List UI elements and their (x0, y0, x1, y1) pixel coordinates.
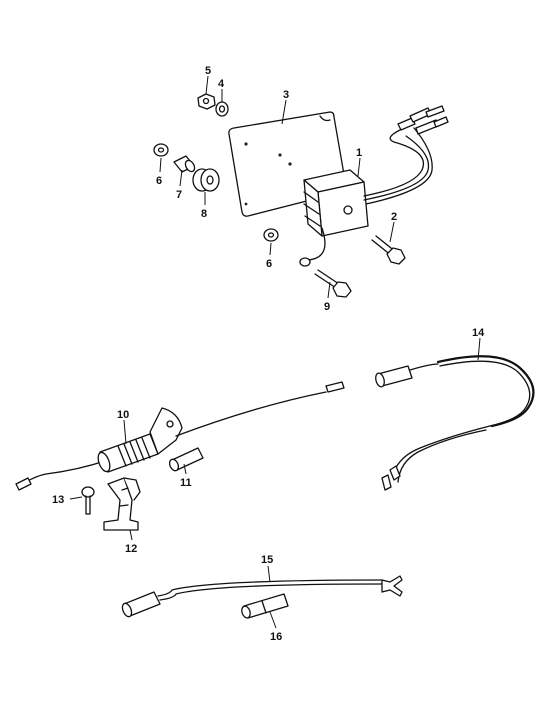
callout-13: 13 (52, 494, 64, 506)
callout-12: 12 (125, 543, 137, 555)
regulator-part-1 (299, 105, 449, 267)
callout-15: 15 (261, 554, 273, 566)
callout-8: 8 (201, 208, 207, 220)
callout-labels: 1 2 3 4 5 6 6 7 8 9 10 11 12 13 14 15 16 (52, 65, 485, 643)
callout-10: 10 (117, 409, 129, 421)
callout-9: 9 (324, 301, 330, 313)
callout-16: 16 (270, 631, 282, 643)
bracket-part-12 (103, 477, 141, 531)
washer-part-4 (215, 101, 229, 117)
leader-lines (69, 75, 481, 629)
washer-part-6-upper (153, 143, 169, 157)
grommet-part-8 (192, 168, 220, 192)
callout-14: 14 (472, 327, 485, 339)
washer-part-6-lower (263, 228, 279, 242)
wire-harness-part-14 (375, 355, 535, 491)
screw-part-13 (81, 486, 95, 515)
collar-part-7 (173, 155, 196, 173)
callout-6-upper: 6 (156, 175, 162, 187)
callout-6-lower: 6 (266, 258, 272, 270)
callout-2: 2 (391, 211, 397, 223)
callout-11: 11 (180, 477, 192, 489)
callout-3: 3 (283, 89, 289, 101)
callout-5: 5 (205, 65, 211, 77)
condenser-part-10 (15, 381, 345, 491)
bolt-part-2 (371, 235, 406, 265)
fuse-part-11 (168, 447, 204, 472)
nut-part-5 (197, 93, 216, 110)
callout-7: 7 (176, 189, 182, 201)
bolt-part-9 (314, 269, 352, 298)
wire-part-15 (121, 575, 403, 618)
callout-1: 1 (356, 147, 362, 159)
callout-4: 4 (218, 78, 225, 90)
sleeve-part-16 (241, 593, 289, 619)
